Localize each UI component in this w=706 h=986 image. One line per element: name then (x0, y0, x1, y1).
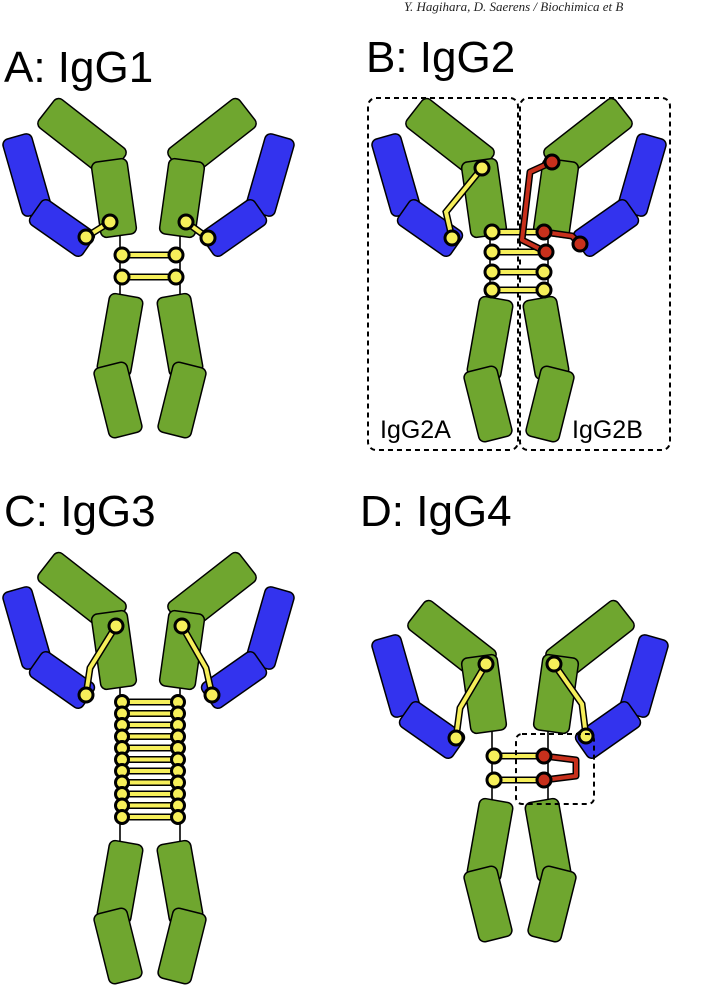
igg2a-label: IgG2A (380, 416, 451, 444)
panel-b-title: B: IgG2 (366, 33, 516, 82)
b-fc-region (463, 295, 575, 443)
c-hinge-disulfide-11 (114, 809, 130, 825)
b-alternative-disulfide-bonds (518, 153, 589, 261)
panel-b-igg2: IgG2A IgG2B (367, 97, 671, 451)
b-disulfide-bonds (442, 159, 553, 299)
a-fc-region (93, 292, 207, 439)
c-right-heavy-chain (158, 551, 257, 691)
a-disulfide-bonds (77, 213, 217, 286)
a-left-light-chain (2, 133, 96, 258)
a-right-light-chain (200, 133, 295, 258)
igg2b-box (519, 97, 671, 451)
d-disulfide-bonds (447, 655, 595, 789)
panel-a-igg1 (2, 97, 295, 439)
igg2a-box (367, 97, 519, 451)
c-right-light-chain (200, 586, 295, 710)
d-left-light-chain (371, 634, 466, 760)
c-left-heavy-chain (37, 551, 138, 691)
c-disulfide-bonds (77, 617, 221, 704)
journal-header: Y. Hagihara, D. Saerens / Biochimica et … (404, 0, 624, 14)
d-right-light-chain (574, 634, 669, 760)
panel-c-igg3 (2, 551, 295, 985)
panel-d-title: D: IgG4 (360, 487, 512, 536)
panel-a-title: A: IgG1 (4, 43, 154, 92)
d-alternative-disulfide-bonds (535, 747, 580, 789)
panel-d-igg4 (371, 599, 669, 943)
d-hinge-highlight-box (515, 733, 595, 805)
c-hinge-disulfide-11 (170, 809, 186, 825)
b-right-light-chain (572, 133, 667, 258)
d-fc-region (463, 797, 577, 943)
igg2b-label: IgG2B (572, 416, 643, 444)
c-hinge-disulfide-ladder (114, 694, 186, 825)
panel-c-title: C: IgG3 (4, 487, 156, 536)
c-fc-region (93, 839, 207, 985)
